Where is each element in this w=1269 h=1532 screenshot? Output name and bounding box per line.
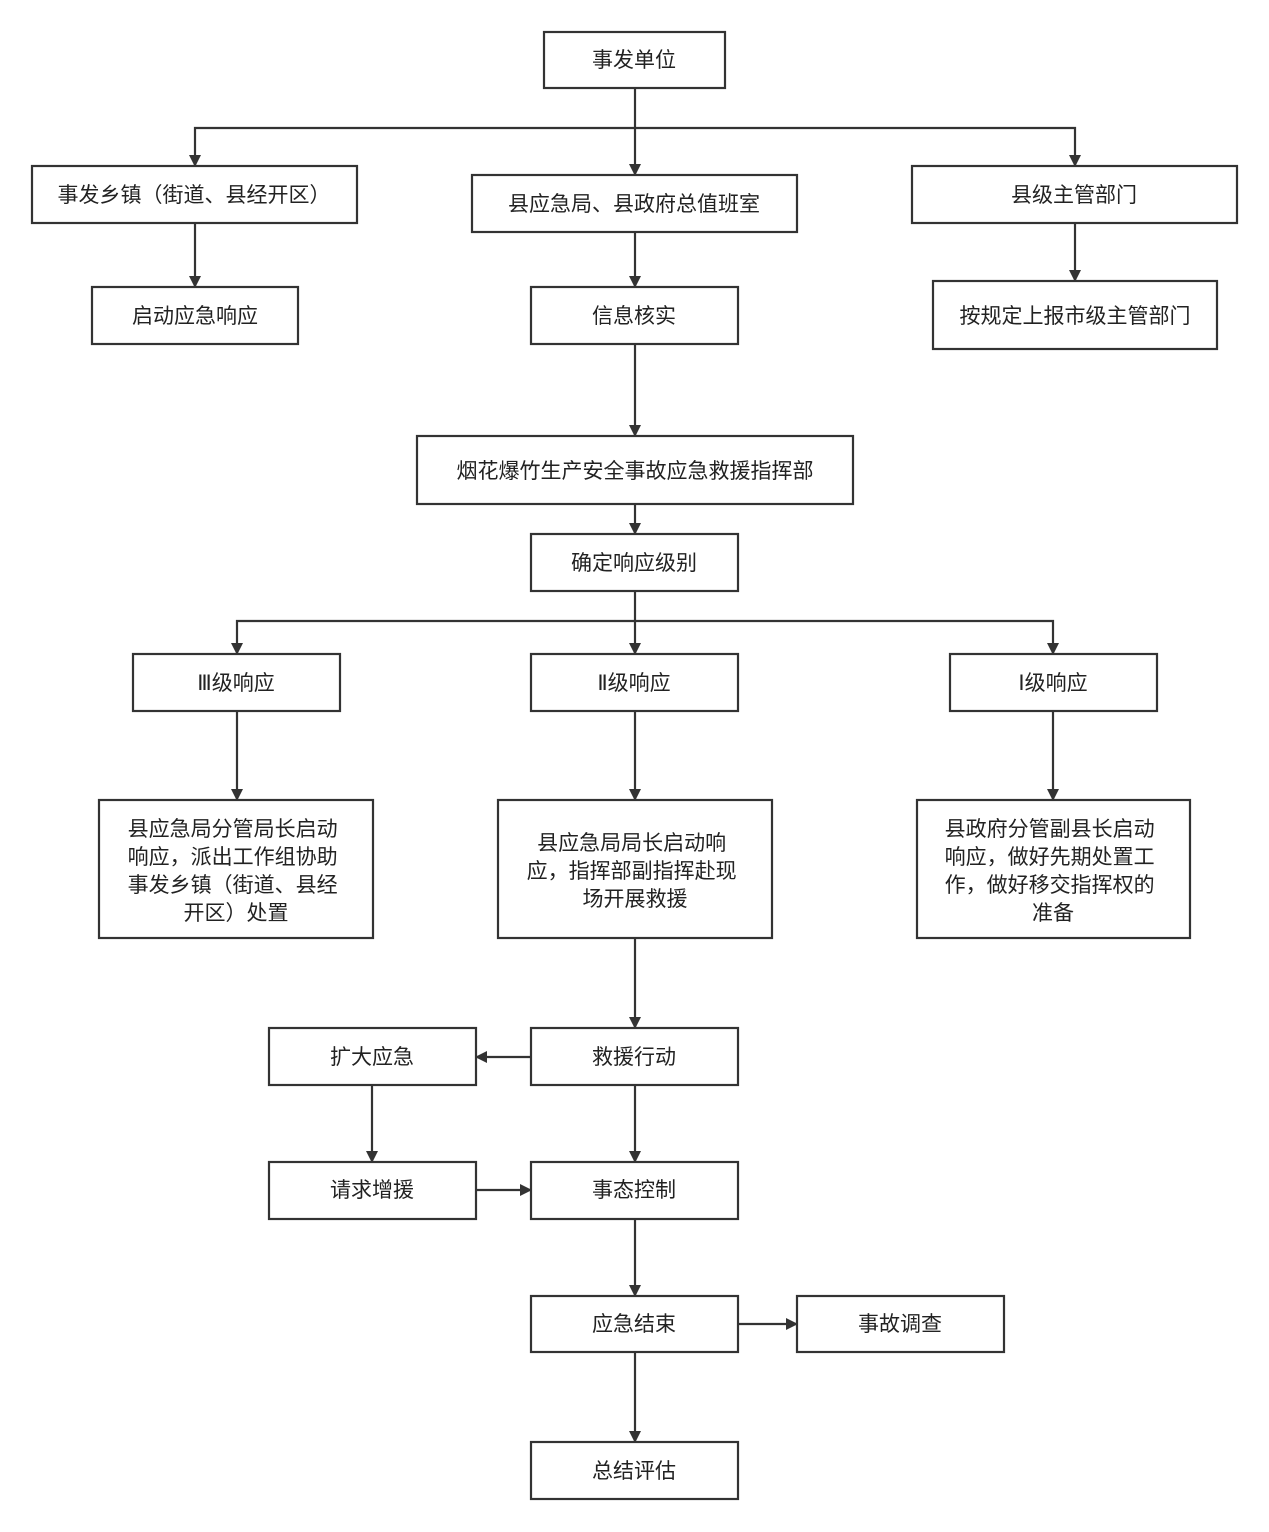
node-level1-action: 县政府分管副县长启动 响应，做好先期处置工 作，做好移交指挥权的 准备 — [915, 798, 1192, 940]
node-label: 县政府分管副县长启动 响应，做好先期处置工 作，做好移交指挥权的 准备 — [945, 817, 1162, 925]
node-accident-unit: 事发单位 — [542, 30, 727, 90]
node-label: 县应急局、县政府总值班室 — [508, 192, 760, 216]
node-label: 扩大应急 — [330, 1045, 414, 1069]
node-label-line: 事发乡镇（街道、县经 — [128, 873, 338, 897]
node-label: 按规定上报市级主管部门 — [960, 304, 1191, 328]
node-label-line: 县应急局局长启动响 — [537, 831, 726, 855]
node-county-dept: 县级主管部门 — [910, 164, 1239, 225]
node-label-line: 开区）处置 — [184, 901, 289, 925]
node-label: 县应急局分管局长启动 响应，派出工作组协助 事发乡镇（街道、县经 开区）处置 — [128, 817, 345, 925]
node-command-hq: 烟花爆竹生产安全事故应急救援指挥部 — [415, 434, 855, 506]
node-label: 启动应急响应 — [132, 304, 258, 328]
node-verify-info: 信息核实 — [529, 285, 740, 346]
node-expand: 扩大应急 — [267, 1026, 478, 1087]
edge-unit-to-county-dept — [635, 126, 1081, 167]
edge-unit-to-township — [189, 126, 635, 167]
node-label: 应急结束 — [592, 1312, 676, 1336]
node-label: 事发乡镇（街道、县经开区） — [58, 183, 331, 207]
node-label: Ⅲ级响应 — [197, 671, 274, 695]
node-label: 总结评估 — [592, 1459, 676, 1483]
node-label: 县应急局局长启动响 应，指挥部副指挥赴现 场开展救援 — [527, 831, 744, 911]
node-level3-action: 县应急局分管局长启动 响应，派出工作组协助 事发乡镇（街道、县经 开区）处置 — [97, 798, 375, 940]
node-report-city: 按规定上报市级主管部门 — [931, 279, 1219, 351]
node-label: 县级主管部门 — [1011, 183, 1137, 207]
edges — [189, 88, 1081, 1443]
node-label-line: 响应，派出工作组协助 — [128, 845, 338, 869]
node-label: 救援行动 — [592, 1045, 676, 1069]
node-label-line: 响应，做好先期处置工 — [945, 845, 1155, 869]
node-request-support: 请求增援 — [267, 1160, 478, 1221]
node-label-line: 作，做好移交指挥权的 — [945, 873, 1155, 897]
node-label: 烟花爆竹生产安全事故应急救援指挥部 — [457, 459, 814, 483]
node-start-response: 启动应急响应 — [90, 285, 300, 346]
edge-level-to-l1 — [635, 619, 1059, 655]
node-county-emergency-office: 县应急局、县政府总值班室 — [470, 173, 799, 234]
node-label: 事发单位 — [592, 48, 676, 72]
node-level2-action: 县应急局局长启动响 应，指挥部副指挥赴现 场开展救援 — [496, 798, 774, 940]
node-township: 事发乡镇（街道、县经开区） — [30, 164, 359, 225]
node-label-line: 场开展救援 — [583, 887, 688, 911]
node-level3: Ⅲ级响应 — [131, 652, 342, 713]
node-label: 确定响应级别 — [571, 551, 697, 575]
edge-level-to-l3 — [231, 619, 635, 655]
node-control: 事态控制 — [529, 1160, 740, 1221]
node-level1: Ⅰ级响应 — [948, 652, 1159, 713]
node-label: 信息核实 — [592, 304, 676, 328]
node-label: 请求增援 — [330, 1178, 414, 1202]
node-rescue: 救援行动 — [529, 1026, 740, 1087]
node-label-line: 准备 — [1032, 901, 1074, 925]
node-label-line: 县政府分管副县长启动 — [945, 817, 1155, 841]
node-investigation: 事故调查 — [795, 1294, 1006, 1354]
node-evaluation: 总结评估 — [529, 1440, 740, 1501]
node-end: 应急结束 — [529, 1294, 740, 1354]
node-label: Ⅰ级响应 — [1018, 671, 1087, 695]
node-determine-level: 确定响应级别 — [529, 532, 740, 593]
node-label-line: 应，指挥部副指挥赴现 — [527, 859, 737, 883]
node-label: 事态控制 — [592, 1178, 676, 1202]
node-level2: Ⅱ级响应 — [529, 652, 740, 713]
node-label: Ⅱ级响应 — [597, 671, 670, 695]
node-label: 事故调查 — [858, 1312, 942, 1336]
node-label-line: 县应急局分管局长启动 — [128, 817, 338, 841]
